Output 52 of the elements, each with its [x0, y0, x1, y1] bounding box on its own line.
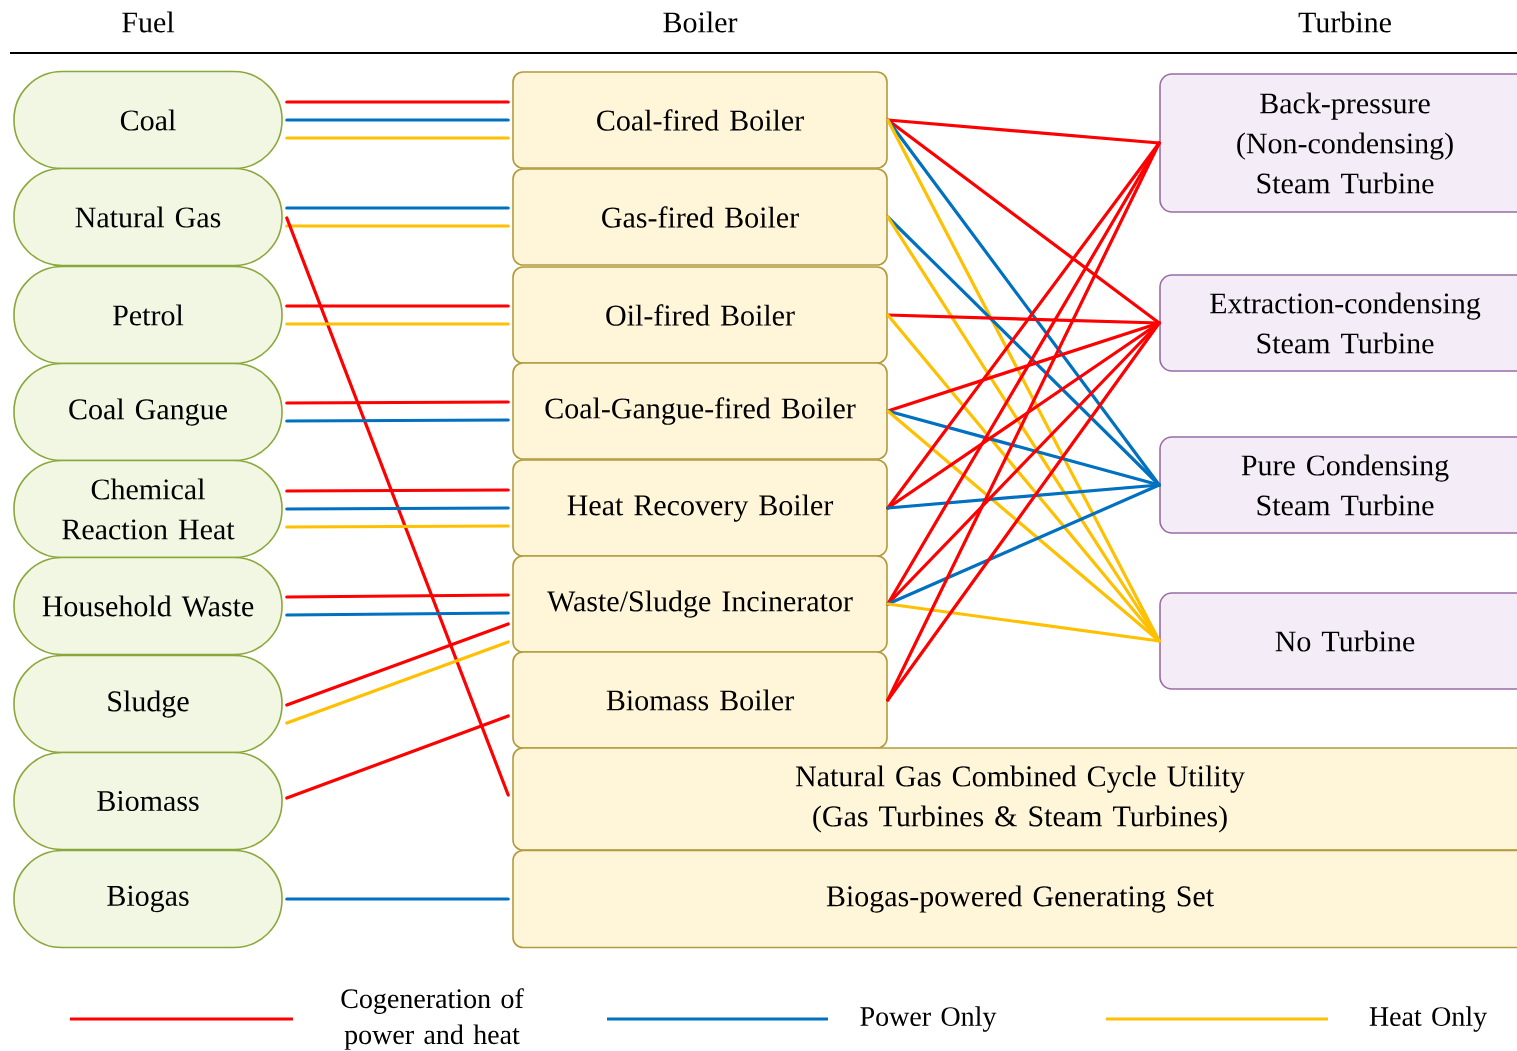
connector-line [285, 897, 510, 901]
connector-line [886, 321, 1161, 702]
connector-line [285, 400, 510, 405]
connector-line [285, 714, 510, 800]
connector-line [285, 488, 510, 493]
boiler-box: Biogas-powered Generating Set [512, 849, 1517, 949]
turbine-box: Extraction-condensing Steam Turbine [1159, 274, 1517, 372]
connector-line [285, 304, 510, 308]
connector-line [285, 136, 510, 140]
turbine-box: No Turbine [1159, 592, 1517, 690]
connector-line [886, 602, 1161, 643]
turbine-box: Pure Condensing Steam Turbine [1159, 436, 1517, 534]
connector-line [285, 622, 510, 707]
connector-line [285, 593, 510, 599]
connector-line [285, 640, 510, 725]
connector-line [285, 224, 510, 228]
fuel-node: Chemical Reaction Heat [13, 459, 283, 559]
fuel-node: Household Waste [13, 556, 283, 656]
legend-label: Power Only [860, 1006, 997, 1032]
boiler-box: Natural Gas Combined Cycle Utility (Gas Turbines & Steam Turbines) [512, 747, 1517, 851]
boiler-box: Waste/Sludge Incinerator [512, 555, 888, 653]
turbine-box: Back-pressure (Non-condensing) Steam Turbine [1159, 73, 1517, 213]
fuel-node: Natural Gas [13, 167, 283, 267]
boiler-box: Heat Recovery Boiler [512, 459, 888, 557]
connector-line [285, 216, 510, 797]
connector-line [285, 118, 510, 122]
connector-line [886, 483, 1161, 606]
column-heading: Fuel [122, 11, 175, 33]
fuel-node: Coal Gangue [13, 362, 283, 462]
connector-line [285, 322, 510, 326]
connector-line [285, 524, 510, 529]
connector-line [285, 611, 510, 617]
legend-label: Heat Only [1369, 1006, 1487, 1032]
connector-line [285, 100, 510, 104]
column-heading: Boiler [663, 11, 738, 33]
connector-line [886, 313, 1161, 325]
boiler-box: Coal-Gangue-fired Boiler [512, 362, 888, 460]
legend-label: Cogeneration of power and heat [341, 988, 524, 1050]
boiler-box: Biomass Boiler [512, 651, 888, 749]
fuel-node: Coal [13, 70, 283, 170]
column-heading: Turbine [1298, 11, 1391, 33]
fuel-node: Petrol [13, 265, 283, 365]
boiler-box: Gas-fired Boiler [512, 168, 888, 266]
connector-line [886, 483, 1161, 510]
connector-line [285, 206, 510, 210]
connector-line [285, 418, 510, 423]
fuel-node: Biogas [13, 849, 283, 949]
boiler-box: Coal-fired Boiler [512, 71, 888, 169]
fuel-node: Sludge [13, 654, 283, 754]
fuel-node: Biomass [13, 751, 283, 851]
boiler-box: Oil-fired Boiler [512, 266, 888, 364]
connector-line [285, 506, 510, 511]
